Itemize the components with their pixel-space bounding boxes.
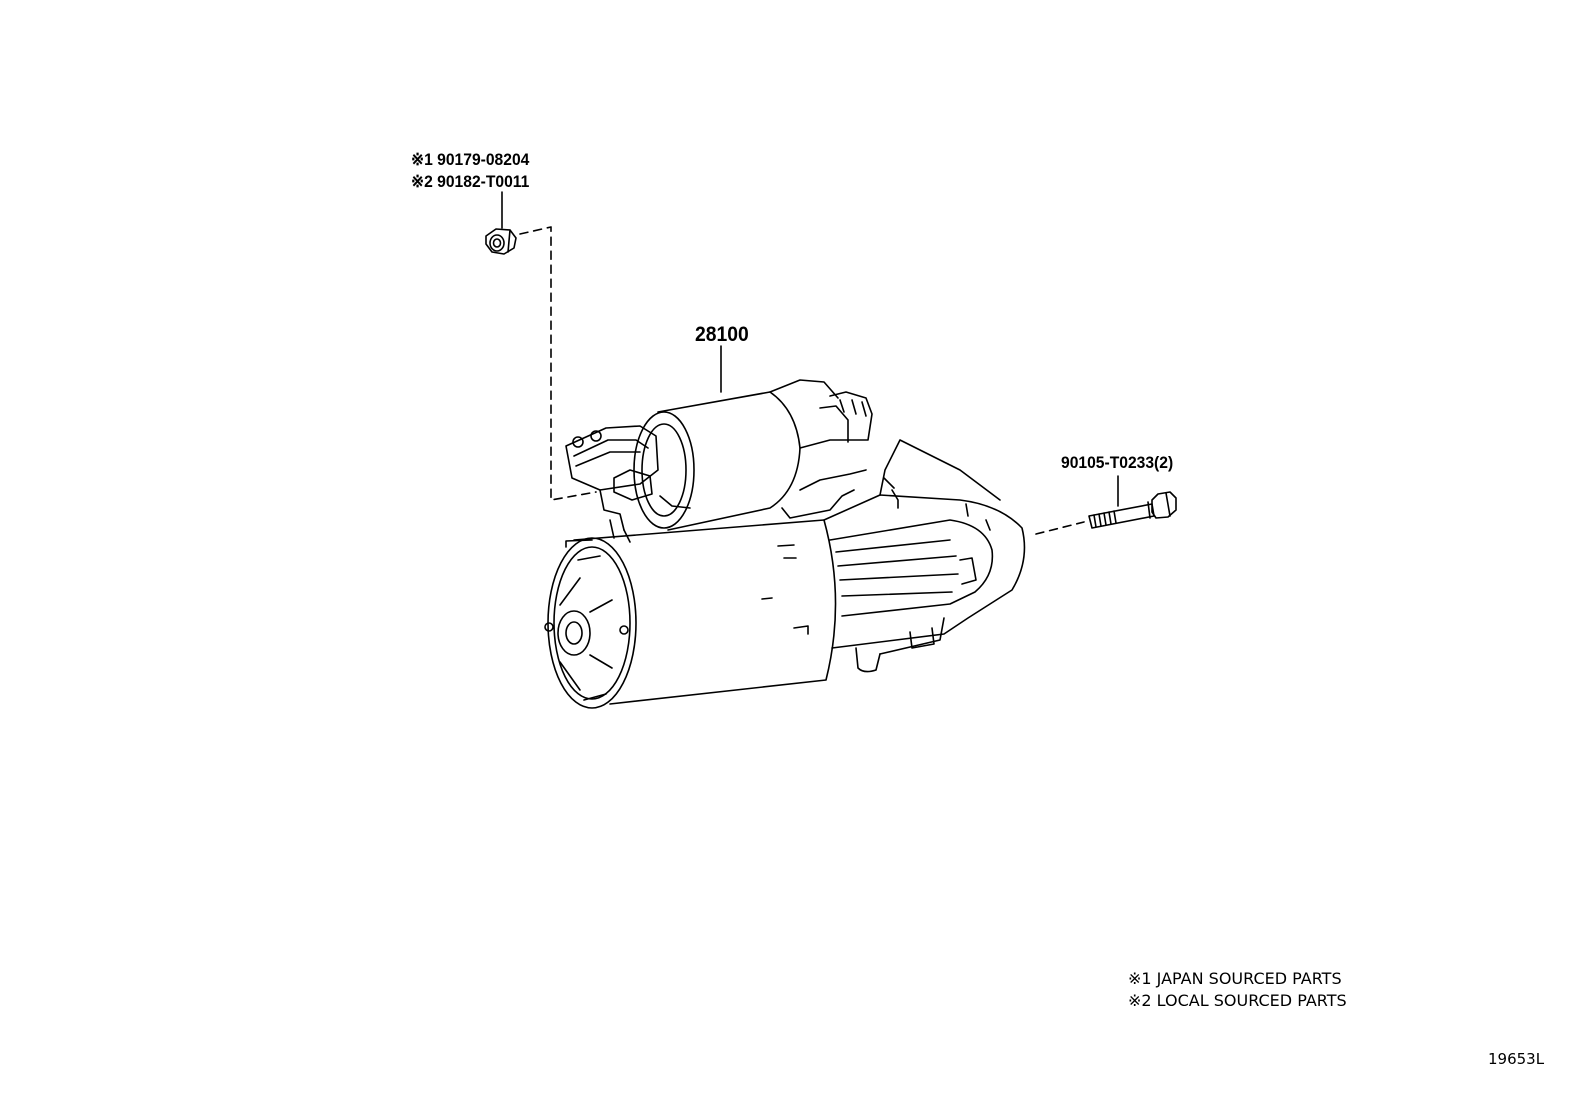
nut-part-number-japan[interactable]: ※1 90179-08204 xyxy=(411,150,530,169)
bolt-icon[interactable] xyxy=(1089,492,1176,528)
bolt-alignment-dashes xyxy=(1036,522,1084,534)
starter-part-number[interactable]: 28100 xyxy=(695,323,749,346)
nut-part-number-local[interactable]: ※2 90182-T0011 xyxy=(411,172,530,191)
legend-local-sourced: ※2 LOCAL SOURCED PARTS xyxy=(1128,991,1347,1010)
nut-alignment-dashes xyxy=(520,227,596,500)
figure-number: 19653L xyxy=(1488,1050,1545,1068)
starter-motor-icon[interactable] xyxy=(545,380,1024,708)
legend-japan-sourced: ※1 JAPAN SOURCED PARTS xyxy=(1128,969,1342,988)
bolt-part-number[interactable]: 90105-T0233(2) xyxy=(1061,453,1174,472)
nut-icon[interactable] xyxy=(486,229,516,254)
